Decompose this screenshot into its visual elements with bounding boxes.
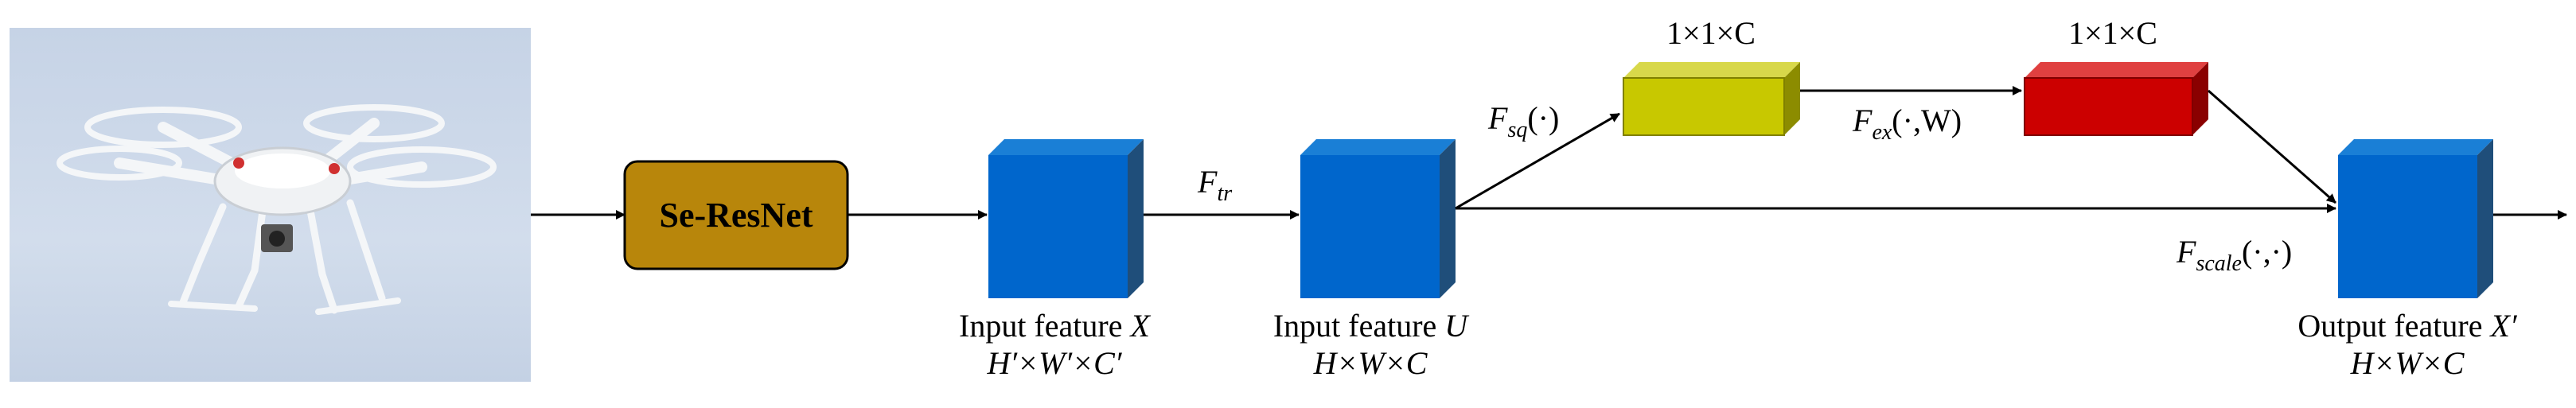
squeeze-vector-box [1623,62,1800,136]
input-feature-x-cube [988,139,1144,298]
f-tr-label: Ftr [1197,164,1232,206]
se-resnet-block: Se-ResNet [623,160,849,270]
input-feature-u-cube [1300,139,1456,298]
f-ex-label: Fex(·,W) [1852,103,1962,145]
squeeze-vector-dims: 1×1×C [1666,15,1756,51]
drone-photo [10,28,531,382]
f-sq-label: Fsq(·) [1487,100,1559,142]
f-scale-label: Fscale(·,·) [2176,234,2292,276]
excitation-vector-dims: 1×1×C [2068,15,2157,51]
output-feature-cube [2338,139,2493,298]
input-feature-x-label: Input feature X [959,308,1151,344]
excitation-vector-box [2024,62,2208,136]
input-feature-u-label: Input feature U [1273,308,1470,344]
input-feature-x-dims: H′×W′×C′ [986,345,1122,381]
input-feature-u-dims: H×W×C [1313,345,1428,381]
se-resnet-label: Se-ResNet [659,196,813,235]
output-feature-label: Output feature X′ [2297,308,2518,344]
output-feature-dims: H×W×C [2350,345,2465,381]
